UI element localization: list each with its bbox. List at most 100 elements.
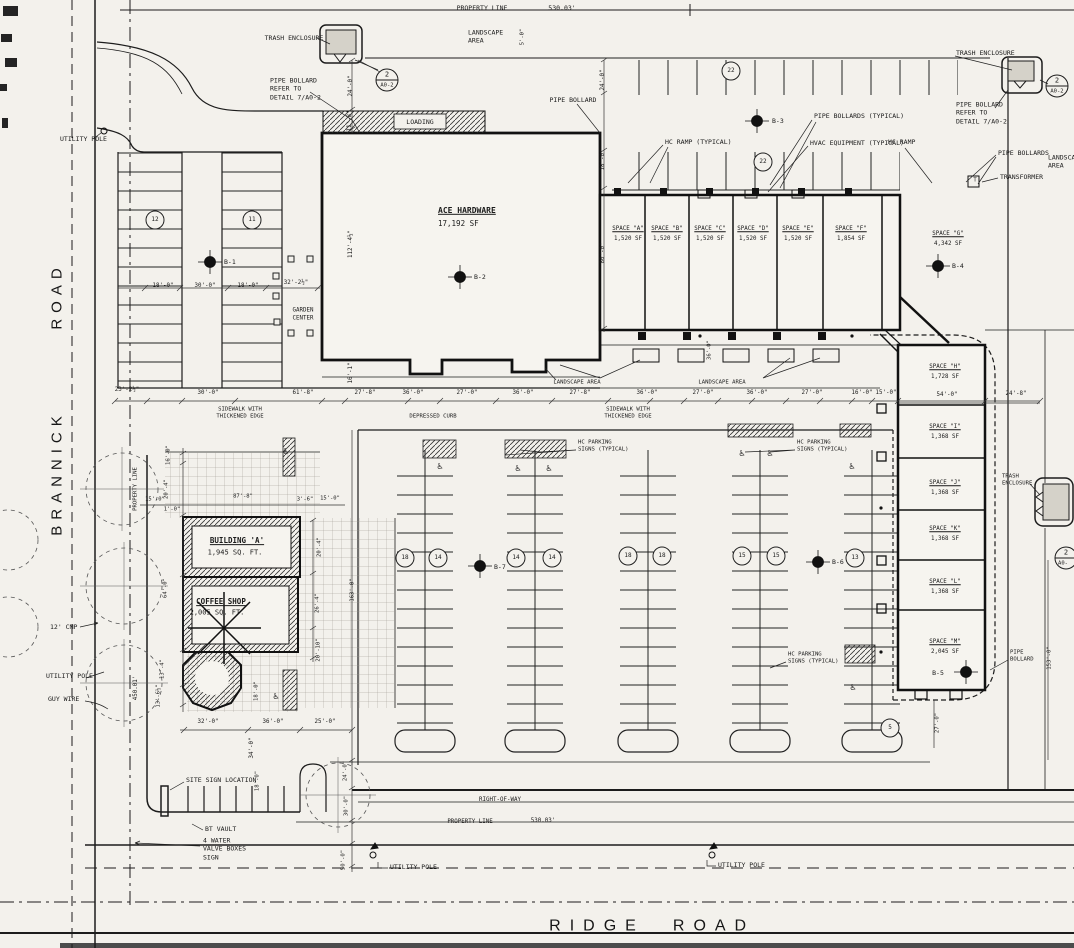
dim-64-0: 64'-0": [162, 578, 169, 598]
dim-18-w2: 18'-0": [237, 283, 259, 290]
dim-c1: 30'-0": [197, 390, 219, 397]
hc-symbol-5: ♿: [738, 448, 746, 458]
dim-163-0: 163'-0": [349, 578, 356, 602]
dim-26-4: 26'-4": [314, 593, 321, 613]
space-l-area: 1,368 SF: [931, 589, 959, 596]
hc-symbol-2: ♿: [436, 461, 444, 471]
pipe-bollards-ne: PIPE BOLLARDS: [998, 148, 1049, 157]
dim-13-6: 13'-6½": [155, 684, 162, 708]
landscape-area-c1: LANDSCAPE AREA: [553, 379, 601, 386]
garden-center: GARDEN CENTER: [292, 307, 314, 321]
dim-24-0-s: 24'-0": [342, 760, 349, 782]
cmp-12: 12' CMP: [50, 622, 78, 631]
dim-18-w1: 18'-0": [152, 283, 174, 290]
pipe-bollard-n: PIPE BOLLARD: [549, 95, 597, 104]
ace-name: ACE HARDWARE: [438, 205, 496, 215]
count-12: 12: [151, 216, 159, 224]
road-brannick-word2: ROAD: [48, 262, 66, 330]
count-18b: 18: [624, 552, 632, 560]
pipe-bollard-nw: PIPE BOLLARD REFER TO DETAIL 7/A0-2: [270, 76, 321, 102]
space-g-area: 4,342 SF: [934, 241, 962, 248]
space-c-area: 1,520 SF: [696, 236, 724, 243]
dim-24-0-nw: 24'-0": [348, 75, 355, 97]
detail-bubble-nw-sheet: A0-2: [380, 82, 394, 89]
dim-50-0-s: 50'-0": [340, 849, 347, 871]
dim-c10: 36'-0": [746, 390, 768, 397]
parking-stripes: [118, 57, 985, 753]
coffee-area: 2,005 SQ. FT.: [189, 608, 245, 617]
sidewalk-thickened-w: SIDEWALK WITH THICKENED EDGE: [216, 406, 264, 420]
hc-symbol-7: ♿: [848, 461, 856, 471]
space-b-area: 1,520 SF: [653, 236, 681, 243]
marker-b7-label: B-7: [494, 562, 506, 571]
space-a-name: SPACE "A": [612, 226, 644, 233]
dim-c3: 27'-8": [354, 390, 376, 397]
dim-153-0: 153'-0": [1046, 646, 1053, 670]
dim-18-0-s: 18'-0": [254, 770, 261, 792]
hc-parking-signs-1: HC PARKING SIGNS (TYPICAL): [578, 439, 629, 453]
count-18c: 18: [658, 552, 666, 560]
dim-24-0-e: 24'-0": [600, 69, 607, 91]
dim-c5: 27'-0": [456, 390, 478, 397]
space-m-area: 2,045 SF: [931, 649, 959, 656]
hc-symbol-8: ♿: [849, 682, 857, 692]
dim-c8: 36'-0": [636, 390, 658, 397]
property-line-s: PROPERTY LINE: [447, 819, 493, 826]
dim-c2: 61'-8": [292, 390, 314, 397]
hc-symbol-9: ♿: [272, 691, 280, 701]
marker-b1-label: B-1: [224, 257, 236, 266]
utility-pole-s1: UTILITY POLE: [390, 862, 437, 871]
trash-enclosure-nw-label: TRASH ENCLOSURE: [264, 33, 324, 42]
dim-30-0-s: 30'-0": [343, 795, 350, 817]
garden-center-posts: [272, 255, 314, 337]
dim-112-4: 112'-4½": [348, 230, 355, 258]
hc-symbol-3: ♿: [514, 463, 522, 473]
trash-enclosures: [319, 24, 1074, 527]
space-h-name: SPACE "H": [929, 364, 961, 371]
coffee-awning-star: [188, 592, 261, 664]
hc-ramp-typical: HC RAMP (TYPICAL): [665, 137, 732, 146]
utility-pole-symbols: [100, 127, 718, 859]
dim-15-0-a: 15'-0": [145, 496, 165, 503]
dim-20-4-w: 20'-4": [163, 479, 170, 499]
space-e-area: 1,520 SF: [784, 236, 812, 243]
dim-20-10: 20'-10": [315, 638, 322, 662]
count-11: 11: [248, 216, 256, 224]
retail-strip-building: [598, 175, 987, 700]
space-a-area: 1,520 SF: [614, 236, 642, 243]
dim-30-w: 30'-0": [194, 283, 216, 290]
detail-bubble-e-num: 2: [1063, 548, 1069, 557]
count-15a: 15: [738, 552, 746, 560]
site-sign-location: SITE SIGN LOCATION: [186, 775, 257, 784]
dim-c9: 27'-0": [692, 390, 714, 397]
marker-b6-label: B-6: [832, 557, 844, 566]
dim-36-0-s: 36'-0": [262, 719, 284, 726]
space-k-name: SPACE "K": [929, 526, 961, 533]
dim-c12: 16'-0": [851, 390, 873, 397]
dist-north: 530.03': [548, 3, 576, 12]
bldg-a-name: BUILDING 'A': [209, 536, 265, 546]
hc-parking-signs-3: HC PARKING SIGNS (TYPICAL): [788, 651, 839, 665]
dim-32-0: 32'-0": [197, 719, 219, 726]
dim-3-6: 3'-6": [296, 496, 314, 503]
dist-south: 530.03': [530, 818, 556, 825]
utility-pole-w: UTILITY POLE: [46, 671, 93, 680]
detail-bubble-ne-sheet: A0-2: [1050, 88, 1064, 95]
dim-c6: 36'-0": [512, 390, 534, 397]
landscape-area-north: LANDSCAPE AREA: [468, 28, 504, 45]
transformer-label: TRANSFORMER: [1000, 172, 1044, 181]
property-line-top: PROPERTY LINE: [456, 3, 508, 12]
dim-c13: 15'-0": [875, 390, 897, 397]
ace-area: 17,192 SF: [438, 219, 479, 229]
trash-enclosure-ne-icon: [1001, 56, 1043, 94]
bldg-a-area: 1,945 SQ. FT.: [207, 548, 263, 557]
property-line-w: PROPERTY LINE: [132, 467, 139, 511]
dim-24-8: 24'-8": [1005, 391, 1027, 398]
dim-54-0: 54'-0": [936, 392, 958, 399]
dim-23-2: 23'-2½": [114, 387, 140, 394]
space-f-name: SPACE "F": [835, 226, 867, 233]
pipe-bollard-ne: PIPE BOLLARD REFER TO DETAIL 7/A0-2: [956, 100, 1007, 126]
dim-c4: 36'-0": [402, 390, 424, 397]
